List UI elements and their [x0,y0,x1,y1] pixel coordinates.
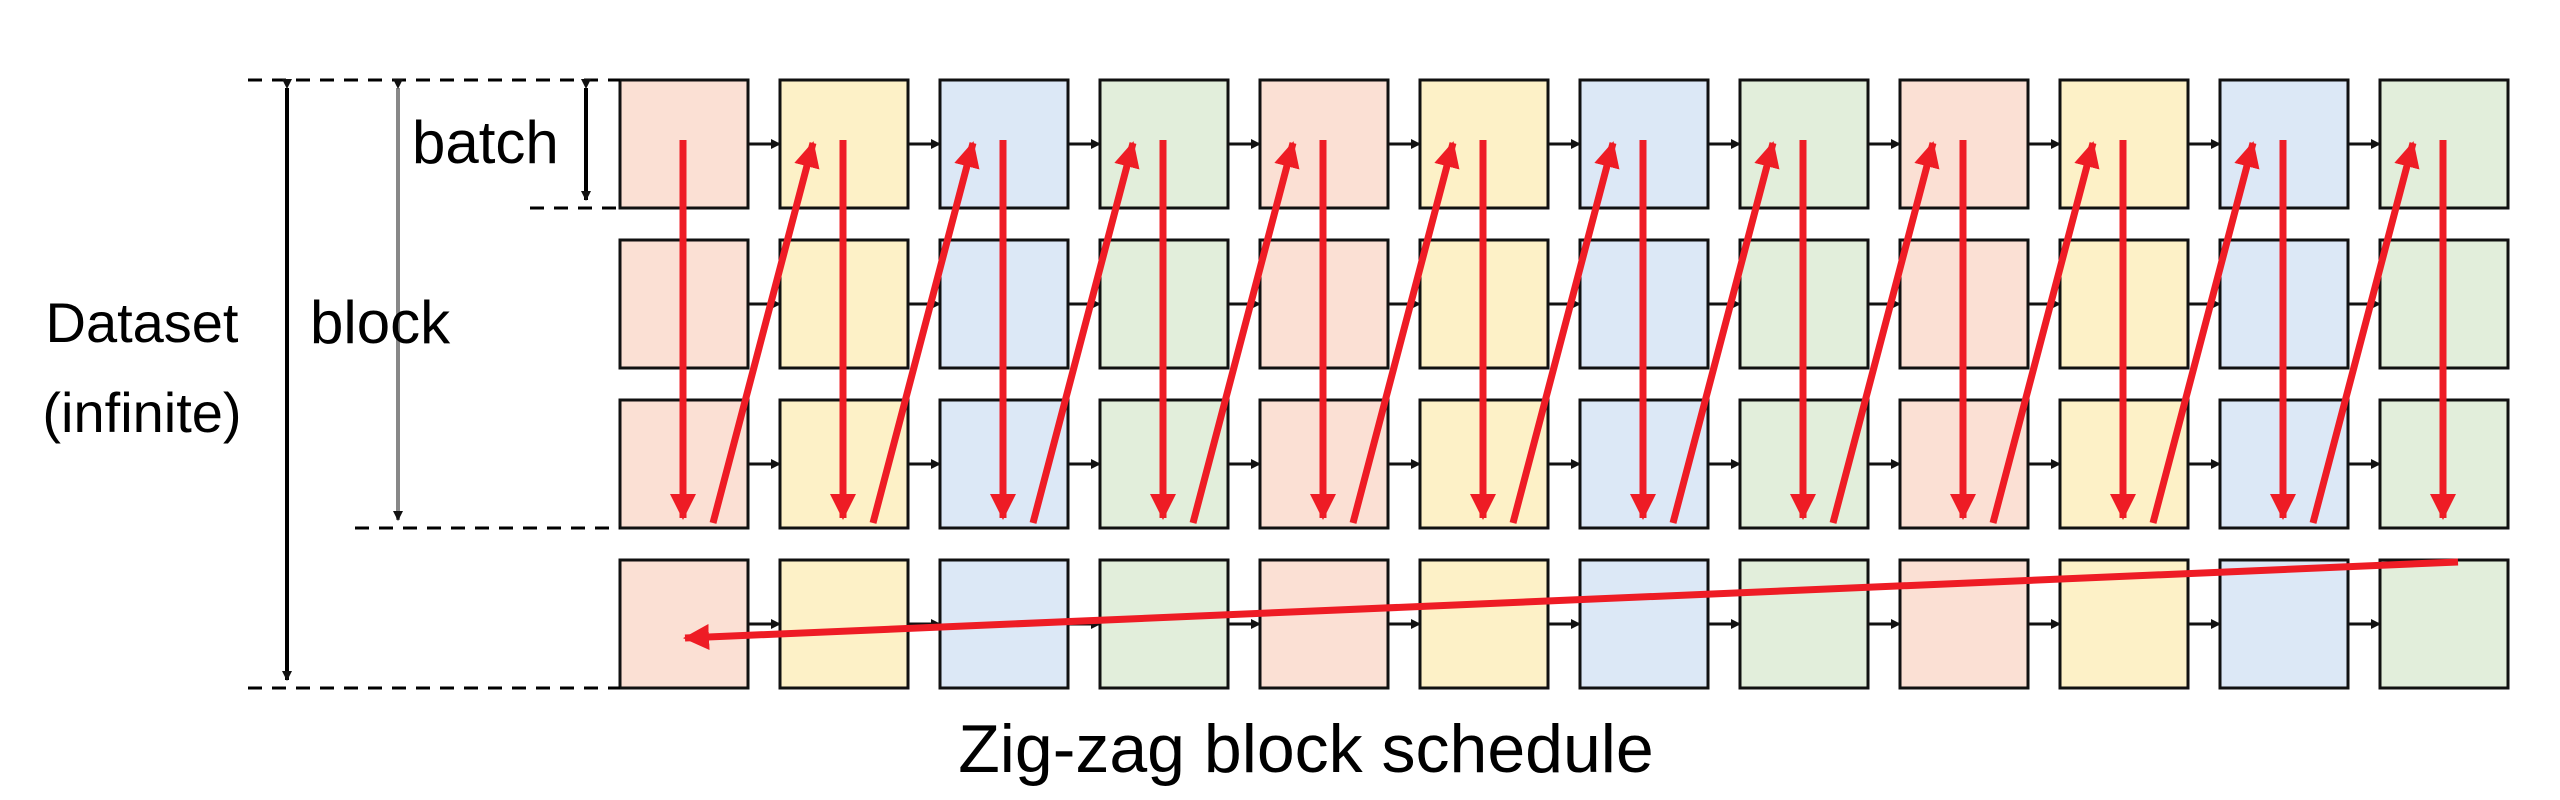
block-label: block [310,289,451,356]
dataset-label: Dataset (infinite) [0,278,284,458]
dimension-markers [248,78,620,690]
dataset-label-line2: (infinite) [42,381,242,444]
diagram-caption: Zig-zag block schedule [958,711,1654,787]
up-diagonal-arrow [1509,141,1620,524]
batch-box [1098,558,1230,690]
up-diagonal-arrow [869,141,980,524]
connector-arrows [748,139,2381,629]
up-diagonal-arrow [1189,141,1300,524]
batch-box [2218,558,2350,690]
batch-box [618,558,750,690]
batch-box [1258,558,1390,690]
up-diagonal-arrow [1029,141,1140,524]
batch-box [1578,558,1710,690]
up-diagonal-arrow [1349,141,1460,524]
batch-box [1738,558,1870,690]
up-diagonal-arrow [2149,141,2260,524]
up-diagonal-arrow [1829,141,1940,524]
batch-grid [618,78,2510,690]
batch-box [1418,558,1550,690]
up-diagonal-arrow [1989,141,2100,524]
batch-box [2378,558,2510,690]
batch-label: batch [412,109,559,176]
up-diagonal-arrow [2309,141,2420,524]
zigzag-path [670,140,2459,650]
return-arrow [683,558,2459,650]
batch-box [778,558,910,690]
dataset-label-line1: Dataset [45,291,239,354]
up-diagonal-arrow [1669,141,1780,524]
up-diagonal-arrow [709,141,820,524]
